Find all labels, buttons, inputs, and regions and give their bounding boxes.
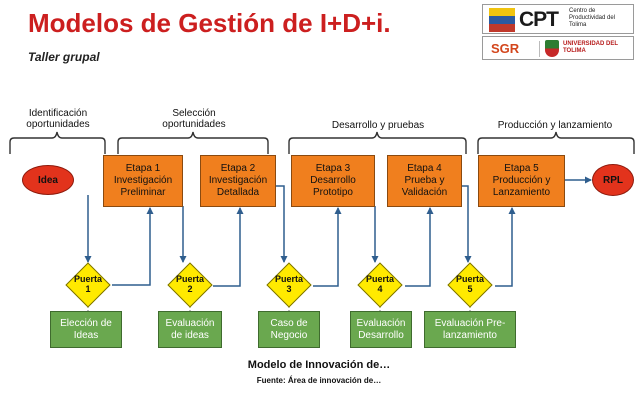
brace-seleccion [117,131,269,154]
phase-label-desarrollo: Desarrollo y pruebas [331,120,425,131]
phase-label-produccion: Producción y lanzamiento [497,120,613,131]
figure-caption: Modelo de Innovación de… [247,359,391,371]
connector-gate5-to-stage5 [495,207,516,287]
phase-label-seleccion: Selección oportunidades [162,108,226,130]
decision-box-2: Evaluación de ideas [158,311,222,348]
stage-2-box: Etapa 2 Investigación Detallada [200,155,276,207]
gate-3-label: Puerta 3 [274,274,303,294]
gate-1-label: Puerta 1 [73,274,102,294]
stage-1-box: Etapa 1 Investigación Preliminar [103,155,183,207]
stage-4-box: Etapa 4 Prueba y Validación [387,155,462,207]
decision-box-4: Evaluación Desarrollo [350,311,412,348]
decision-box-3: Caso de Negocio [258,311,320,348]
connector-gate1-to-stage1 [112,207,154,286]
cpt-logo-subtext: Centro de Productividad del Tolima [569,8,616,28]
stage-5-box: Etapa 5 Producción y Lanzamiento [478,155,565,207]
brace-produccion [477,131,635,154]
connector-gate3-to-stage3 [313,207,342,287]
gate-5-diamond: Puerta 5 [447,262,493,308]
phase-braces [9,131,635,154]
connector-stage4-to-gate5 [462,185,472,263]
connector-gate2-to-stage2 [213,207,244,287]
page-title: Modelos de Gestión de I+D+i. [28,8,391,38]
end-node-rpl: RPL [592,164,634,196]
gate-4-diamond: Puerta 4 [357,262,403,308]
partner-logos: SGR UNIVERSIDAD DEL TOLIMA [482,36,634,60]
logo-divider [539,41,540,57]
gate-4-label: Puerta 4 [365,274,394,294]
page-subtitle: Taller grupal [28,50,100,64]
figure-source: Fuente: Área de innovación de… [256,376,382,385]
gate-3-diamond: Puerta 3 [266,262,312,308]
university-shield-icon [545,40,559,57]
logo-panel: CPT Centro de Productividad del Tolima S… [482,4,634,60]
sgr-logo-text: SGR [491,41,520,56]
phase-label-identificacion: Identificación oportunidades [26,108,90,130]
connector-gate4-to-stage4 [405,207,434,287]
start-node-idea: Idea [22,165,74,195]
gate-1-diamond: Puerta 1 [65,262,111,308]
cpt-logo: CPT Centro de Productividad del Tolima [482,4,634,34]
connector-stage2-to-gate3 [276,185,288,263]
brace-desarrollo [288,131,467,154]
brace-identificacion [9,131,106,154]
cpt-logo-text: CPT [519,8,559,31]
tolima-flag-icon [489,8,515,32]
gate-2-label: Puerta 2 [175,274,204,294]
decision-box-1: Elección de Ideas [50,311,122,348]
university-logo-text: UNIVERSIDAD DEL TOLIMA [563,41,618,54]
decision-box-5: Evaluación Pre- lanzamiento [424,311,516,348]
stage-3-box: Etapa 3 Desarrollo Prototipo [291,155,375,207]
gate-5-label: Puerta 5 [455,274,484,294]
gate-2-diamond: Puerta 2 [167,262,213,308]
